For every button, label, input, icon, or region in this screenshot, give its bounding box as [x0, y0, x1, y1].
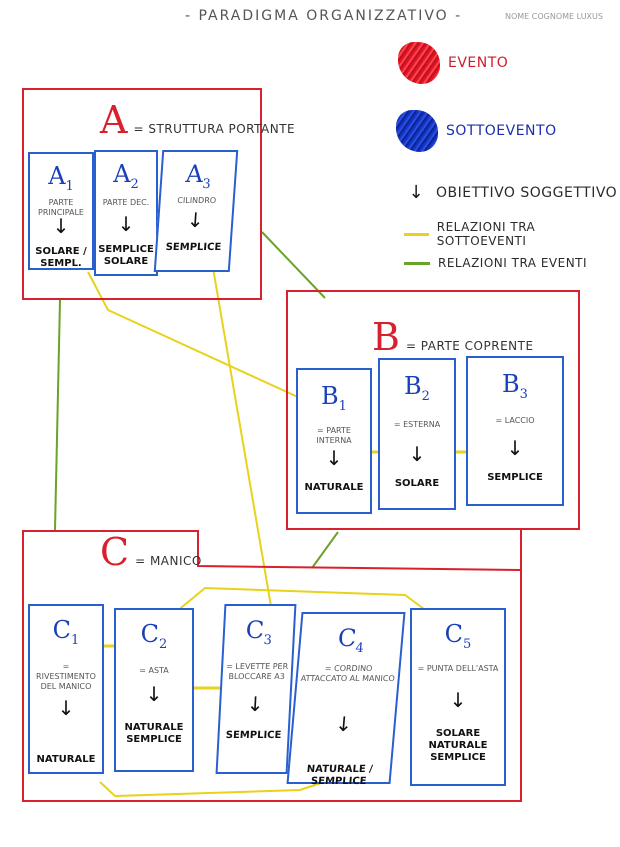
relation-line-B-C: [311, 531, 339, 569]
down-arrow-icon: ↓: [408, 442, 426, 466]
event-c-box: [22, 530, 522, 802]
legend-objective: ↓ OBIETTIVO SOGGETTIVO: [404, 182, 617, 203]
subevent-b3-desc: = LACCIO: [495, 416, 535, 425]
legend-sub-relations: RELAZIONI TRA SOTTOEVENTI: [404, 220, 620, 248]
subevent-b3: B3 = LACCIO ↓ SEMPLICE: [466, 356, 564, 506]
relation-line-C1-C4: [99, 779, 331, 798]
subevent-c1-letter: C1: [52, 616, 80, 648]
legend-subevent-label: SOTTOEVENTO: [446, 123, 557, 139]
subevent-a2-desc: PARTE DEC.: [102, 198, 150, 207]
down-arrow-icon: ↓: [449, 688, 467, 712]
subevent-c3-letter: C3: [245, 616, 273, 648]
down-arrow-icon: ↓: [52, 214, 70, 238]
subevent-c1-desc: = RIVESTIMENTO DEL MANICO: [36, 662, 96, 691]
subevent-c1: C1 = RIVESTIMENTO DEL MANICO ↓ NATURALE: [28, 604, 104, 774]
event-b-title: B = PARTE COPRENTE: [372, 315, 534, 359]
legend-sub-relations-label: RELAZIONI TRA SOTTOEVENTI: [436, 220, 536, 248]
subevent-c4-goal: NATURALE / SEMPLICE: [306, 764, 374, 787]
event-c-desc: = MANICO: [135, 554, 202, 568]
event-a-desc: = STRUTTURA PORTANTE: [133, 122, 296, 136]
subevent-c2: C2 = ASTA ↓ NATURALE SEMPLICE: [114, 608, 194, 772]
subevent-b1-goal: NATURALE: [304, 482, 364, 493]
event-b-box: [286, 290, 580, 530]
event-a-title: A = STRUTTURA PORTANTE: [100, 98, 295, 142]
event-a-box: [22, 88, 262, 300]
subevent-b3-goal: SEMPLICE: [487, 472, 543, 483]
subevent-b2-goal: SOLARE: [394, 478, 440, 489]
subevent-b3-letter: B3: [502, 370, 528, 402]
event-b-desc: = PARTE COPRENTE: [405, 339, 534, 353]
subevent-b2-desc: = ESTERNA: [393, 420, 441, 429]
subevent-c5-goal: SOLARE NATURALE SEMPLICE: [428, 728, 488, 763]
subevent-c4: C4 = CORDINO ATTACCATO AL MANICO ↓ NATUR…: [286, 612, 406, 787]
legend-event-label: EVENTO: [448, 55, 509, 71]
down-arrow-icon: ↓: [334, 712, 354, 736]
down-arrow-icon: ↓: [57, 696, 75, 720]
subevent-b1-letter: B1: [321, 382, 347, 414]
event-a-letter: A: [100, 98, 128, 142]
subevent-b1-desc: = PARTE INTERNA: [316, 426, 352, 445]
down-arrow-icon: ↓: [325, 446, 343, 470]
page-note: NOME COGNOME LUXUS: [505, 12, 603, 21]
down-arrow-icon: ↓: [117, 212, 135, 236]
subevent-c4-letter: C4: [336, 624, 365, 656]
event-b-letter: B: [372, 315, 400, 359]
subevent-c4-desc: = CORDINO ATTACCATO AL MANICO: [300, 664, 396, 683]
relation-line-A-B: [261, 231, 326, 299]
subevent-c5: C5 = PUNTA DELL'ASTA ↓ SOLARE NATURALE S…: [410, 608, 506, 786]
legend-objective-label: OBIETTIVO SOGGETTIVO: [436, 184, 618, 201]
subevent-c2-goal: NATURALE SEMPLICE: [124, 722, 184, 745]
relation-line-A-C: [54, 299, 61, 531]
subevent-c3: C3 = LEVETTE PER BLOCCARE A3 ↓ SEMPLICE: [215, 604, 297, 774]
subevent-a1-letter: A1: [48, 162, 74, 194]
subevent-a2-letter: A2: [113, 160, 139, 192]
subevent-c2-letter: C2: [140, 620, 168, 652]
subevent-c2-desc: = ASTA: [139, 666, 169, 675]
down-arrow-icon: ↓: [408, 182, 424, 203]
legend-subevent: SOTTOEVENTO: [396, 110, 557, 152]
legend-event-relations: RELAZIONI TRA EVENTI: [404, 256, 587, 270]
subevent-c5-letter: C5: [444, 620, 472, 652]
subevent-c1-goal: NATURALE: [36, 754, 96, 765]
relation-line-A1-B1: [87, 271, 301, 399]
subevent-b2-letter: B2: [404, 372, 430, 404]
subevent-b1: B1 = PARTE INTERNA ↓ NATURALE: [296, 368, 372, 514]
subevent-c3-desc: = LEVETTE PER BLOCCARE A3: [225, 662, 289, 681]
subevent-color-swatch: [396, 110, 438, 152]
subevent-a1-desc: PARTE PRINCIPALE: [38, 198, 84, 217]
legend-event-relations-label: RELAZIONI TRA EVENTI: [438, 256, 588, 270]
subevent-a2-goal: SEMPLICE SOLARE: [98, 244, 154, 267]
subevent-c3-goal: SEMPLICE: [225, 730, 282, 741]
down-arrow-icon: ↓: [506, 436, 524, 460]
down-arrow-icon: ↓: [246, 692, 265, 716]
relation-line-C2-C5: [175, 586, 429, 613]
event-c-title: C = MANICO: [100, 530, 202, 574]
legend-event: EVENTO: [398, 42, 508, 84]
subevent-a1: A1 PARTE PRINCIPALE ↓ SOLARE / SEMPL.: [28, 152, 94, 270]
subevent-a1-goal: SOLARE / SEMPL.: [35, 246, 87, 269]
down-arrow-icon: ↓: [145, 682, 163, 706]
event-c-letter: C: [100, 530, 130, 574]
subevent-c5-desc: = PUNTA DELL'ASTA: [417, 664, 499, 673]
subevent-b2: B2 = ESTERNA ↓ SOLARE: [378, 358, 456, 510]
event-color-swatch: [398, 42, 440, 84]
page-title: - PARADIGMA ORGANIZZATIVO -: [185, 8, 463, 24]
yellow-line-icon: [404, 232, 429, 236]
relation-line-A3-C3: [212, 267, 273, 613]
green-line-icon: [404, 261, 430, 265]
